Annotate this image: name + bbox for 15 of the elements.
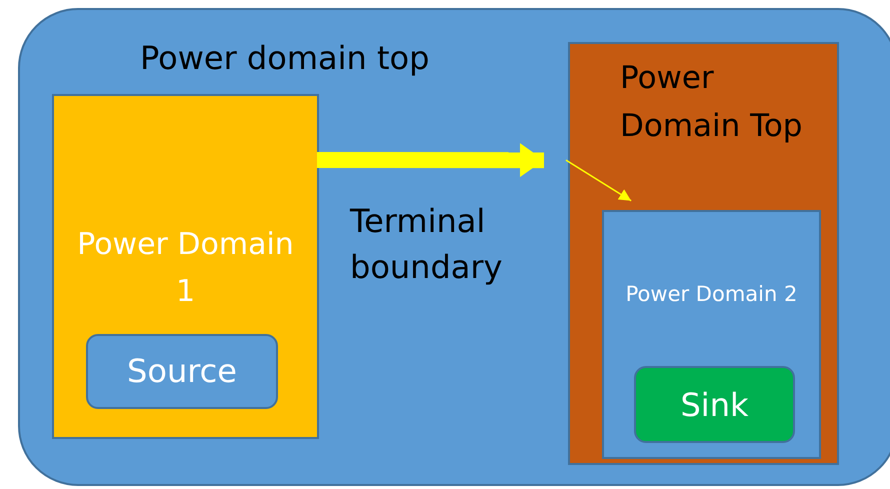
- node-label: Power Domain 2: [624, 281, 798, 308]
- domain-panel: [52, 94, 319, 439]
- node-label: Power Domain 1: [76, 226, 295, 310]
- sink-block: [634, 366, 795, 443]
- domain-panel: [568, 42, 839, 465]
- domain-panel: [18, 8, 890, 486]
- domain-panel: [602, 210, 821, 459]
- source-block: [86, 334, 278, 409]
- arrow: [317, 143, 544, 178]
- arrow: [566, 160, 632, 202]
- boundary-label: Terminal boundary: [350, 201, 504, 288]
- node-label: Power domain top: [140, 38, 430, 79]
- node-label: Source: [126, 351, 238, 392]
- node-label: Power Domain Top: [620, 59, 804, 146]
- node-label: Sink: [679, 385, 750, 426]
